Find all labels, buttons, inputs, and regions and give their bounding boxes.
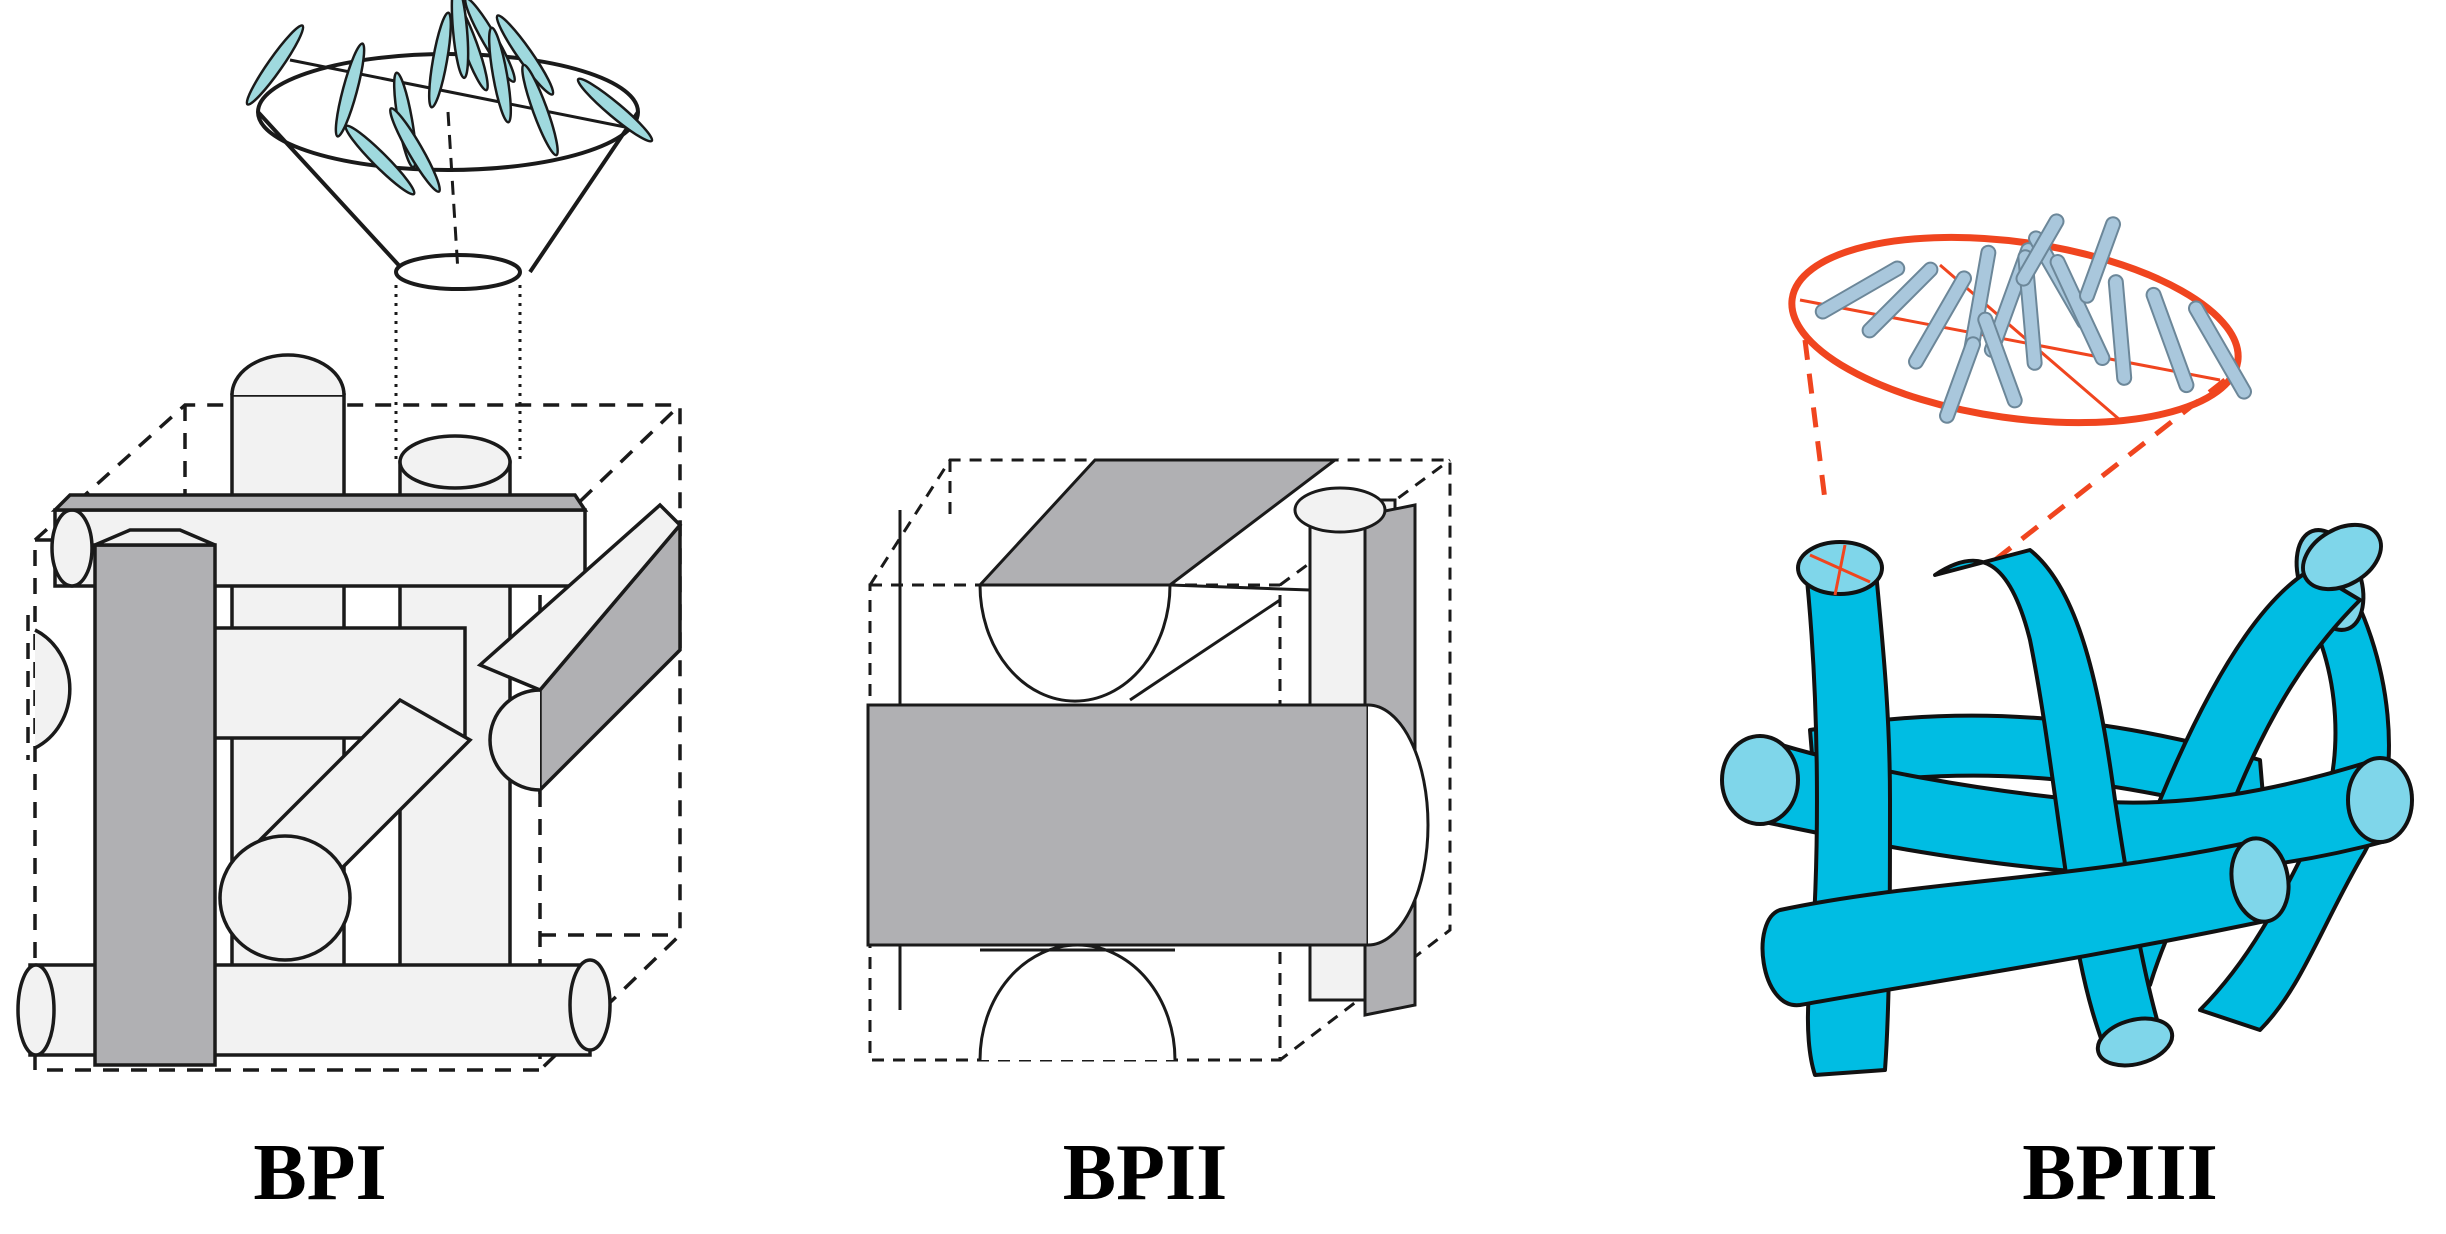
lc-rod xyxy=(1861,261,1939,339)
lc-rod xyxy=(1908,270,1972,370)
bpiii-disclination-fibers xyxy=(1720,522,2414,1077)
lc-rod xyxy=(2145,286,2195,394)
bpiii-diagram xyxy=(1720,213,2414,1077)
lc-rod xyxy=(1814,260,1906,320)
lc-rod xyxy=(2049,253,2111,367)
lc-rod xyxy=(2079,216,2121,304)
bpi-diagram xyxy=(16,0,683,1072)
lc-molecule xyxy=(521,63,559,157)
lc-rod xyxy=(2107,274,2133,386)
lc-molecule xyxy=(495,14,555,96)
lc-molecule xyxy=(487,26,513,124)
lc-molecule xyxy=(334,42,366,138)
bpii-cylinders xyxy=(866,458,1430,1061)
bpiii-lc-rods xyxy=(1814,213,2252,424)
lc-rod xyxy=(1939,336,1981,424)
lc-rod xyxy=(2188,300,2252,400)
bpii-label: BPII xyxy=(1062,1129,1228,1217)
lc-molecule xyxy=(427,11,453,109)
lc-molecule xyxy=(245,24,305,106)
lc-rod xyxy=(1977,311,2023,409)
lc-molecule xyxy=(388,107,442,193)
lc-molecule xyxy=(450,0,470,80)
bpii-diagram xyxy=(866,458,1452,1062)
lc-rod xyxy=(2015,213,2065,287)
lc-molecule xyxy=(576,77,654,143)
bpiii-label: BPIII xyxy=(2022,1129,2218,1217)
bpi-lc-molecules xyxy=(245,0,654,196)
bpi-cylinders xyxy=(16,353,683,1067)
lc-molecule xyxy=(344,124,416,196)
bpi-label: BPI xyxy=(253,1129,387,1217)
